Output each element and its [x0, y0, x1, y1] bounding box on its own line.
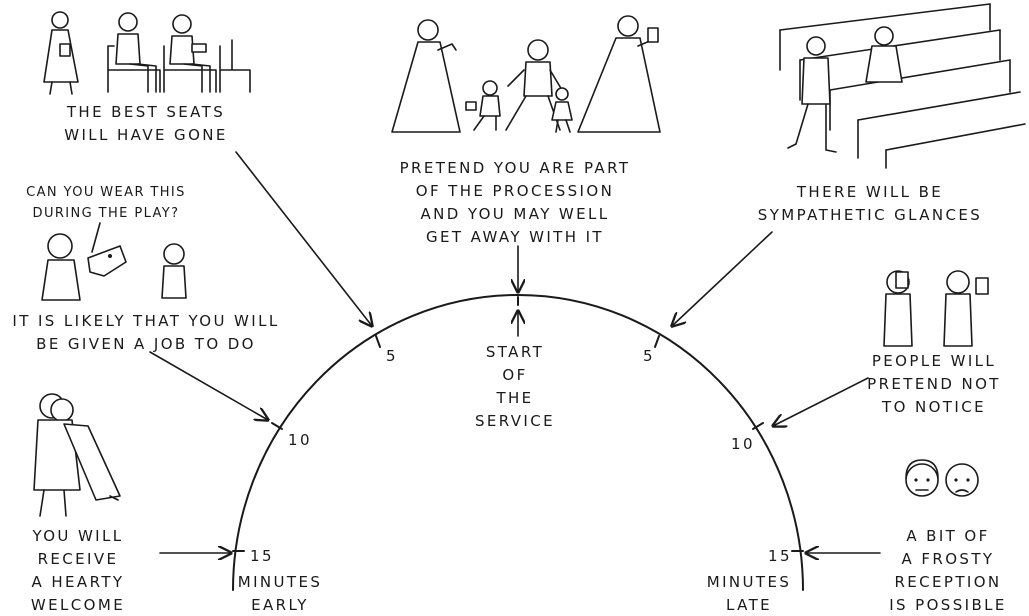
svg-text:RECEIVE: RECEIVE — [38, 550, 119, 568]
horse-costume-illustration — [42, 234, 186, 300]
arrow-not-notice — [773, 378, 868, 426]
svg-text:START: START — [486, 343, 544, 361]
svg-text:SERVICE: SERVICE — [475, 412, 555, 430]
caption-welcome: YOU WILL RECEIVE A HEARTY WELCOME — [31, 527, 125, 614]
reading-people-illustration — [884, 271, 988, 346]
tick-label-late-15: 15 — [768, 547, 792, 565]
svg-text:A HEARTY: A HEARTY — [32, 573, 125, 591]
svg-text:DURING THE PLAY?: DURING THE PLAY? — [33, 206, 180, 221]
minutes-late-label: MINUTES LATE — [707, 573, 792, 614]
svg-text:SYMPATHETIC GLANCES: SYMPATHETIC GLANCES — [758, 206, 982, 224]
svg-text:RECEPTION: RECEPTION — [894, 573, 1001, 591]
caption-not-notice: PEOPLE WILL PRETEND NOT TO NOTICE — [867, 352, 1001, 416]
start-of-service-label: START OF THE SERVICE — [475, 343, 555, 430]
svg-text:MINUTES: MINUTES — [238, 573, 323, 591]
minutes-early-label: MINUTES EARLY — [238, 573, 323, 614]
svg-text:A FROSTY: A FROSTY — [902, 550, 995, 568]
tick-label-late-10: 10 — [731, 435, 755, 453]
svg-text:EARLY: EARLY — [251, 596, 309, 614]
timeline-arc — [233, 295, 803, 590]
tick-early-5 — [376, 336, 380, 347]
caption-best-seats: THE BEST SEATS WILL HAVE GONE — [64, 103, 228, 144]
frosty-faces-illustration — [906, 460, 978, 496]
tick-label-early-5: 5 — [386, 347, 398, 365]
svg-text:PRETEND YOU ARE PART: PRETEND YOU ARE PART — [400, 159, 631, 177]
svg-text:OF: OF — [502, 366, 527, 384]
caption-job: IT IS LIKELY THAT YOU WILL BE GIVEN A JO… — [12, 312, 279, 353]
caption-procession: PRETEND YOU ARE PART OF THE PROCESSION A… — [400, 159, 631, 246]
caption-sympathetic: THERE WILL BE SYMPATHETIC GLANCES — [758, 183, 982, 224]
svg-text:BE GIVEN A JOB TO DO: BE GIVEN A JOB TO DO — [36, 335, 256, 353]
arrow-sympathetic — [672, 232, 772, 326]
svg-text:THE: THE — [495, 389, 533, 407]
arrow-best-seats — [236, 152, 372, 326]
arrow-job — [150, 352, 268, 420]
svg-text:IT IS LIKELY THAT YOU WILL: IT IS LIKELY THAT YOU WILL — [12, 312, 279, 330]
svg-text:GET AWAY WITH IT: GET AWAY WITH IT — [426, 228, 604, 246]
svg-text:OF THE PROCESSION: OF THE PROCESSION — [416, 182, 614, 200]
procession-illustration — [392, 16, 660, 132]
svg-text:TO NOTICE: TO NOTICE — [881, 398, 986, 416]
caption-play-speech: CAN YOU WEAR THIS DURING THE PLAY? — [26, 185, 186, 221]
speech-line — [92, 223, 100, 252]
svg-text:PRETEND NOT: PRETEND NOT — [867, 375, 1001, 393]
tick-label-early-15: 15 — [250, 547, 274, 565]
tick-label-late-5: 5 — [643, 347, 655, 365]
tick-late-5 — [655, 336, 659, 347]
svg-text:WILL HAVE GONE: WILL HAVE GONE — [64, 126, 228, 144]
pews-illustration — [44, 12, 250, 94]
svg-text:WELCOME: WELCOME — [31, 596, 125, 614]
hug-illustration — [34, 394, 120, 516]
tick-label-early-10: 10 — [288, 431, 312, 449]
caption-frosty: A BIT OF A FROSTY RECEPTION IS POSSIBLE — [889, 527, 1007, 614]
svg-text:THERE WILL BE: THERE WILL BE — [796, 183, 943, 201]
svg-text:MINUTES: MINUTES — [707, 573, 792, 591]
svg-text:CAN YOU WEAR THIS: CAN YOU WEAR THIS — [26, 185, 186, 200]
svg-text:LATE: LATE — [726, 596, 772, 614]
svg-text:IS POSSIBLE: IS POSSIBLE — [889, 596, 1007, 614]
svg-text:A BIT OF: A BIT OF — [906, 527, 989, 545]
bleachers-illustration — [780, 4, 1025, 168]
svg-text:PEOPLE WILL: PEOPLE WILL — [872, 352, 996, 370]
svg-text:THE BEST SEATS: THE BEST SEATS — [66, 103, 225, 121]
svg-text:YOU WILL: YOU WILL — [31, 527, 123, 545]
svg-text:AND YOU MAY WELL: AND YOU MAY WELL — [420, 205, 609, 223]
